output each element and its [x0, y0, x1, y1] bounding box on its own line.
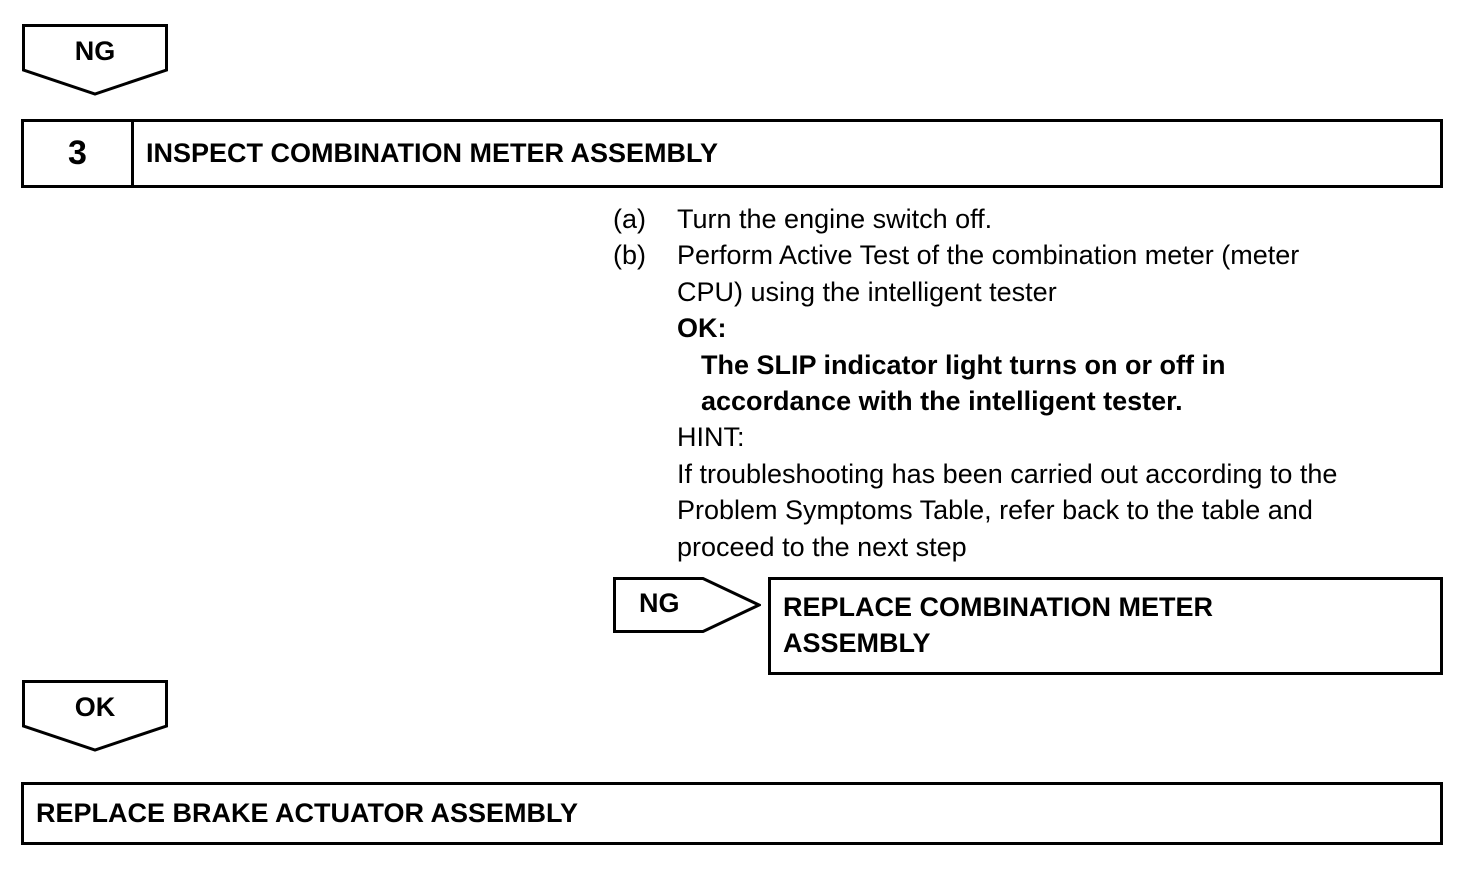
instruction-marker: (b)	[613, 240, 646, 271]
ok-criteria-label: OK:	[677, 313, 727, 344]
step-header: 3 INSPECT COMBINATION METER ASSEMBLY	[21, 119, 1443, 188]
instruction-text: Turn the engine switch off.	[677, 204, 993, 234]
ng-label: NG	[74, 36, 116, 66]
replace-meter-box: REPLACE COMBINATION METER ASSEMBLY	[768, 577, 1443, 675]
instruction-b-line1: Perform Active Test of the combination m…	[677, 240, 1300, 271]
replace-actuator-box: REPLACE BRAKE ACTUATOR ASSEMBLY	[21, 782, 1443, 845]
instruction-b-line2: CPU) using the intelligent tester	[677, 276, 1057, 307]
down-arrow-shape	[22, 680, 168, 752]
replace-meter-line1: REPLACE COMBINATION METER	[783, 592, 1213, 622]
hint-line1: If troubleshooting has been carried out …	[677, 458, 1338, 489]
replace-meter-line2: ASSEMBLY	[783, 628, 931, 658]
step-title: INSPECT COMBINATION METER ASSEMBLY	[146, 138, 719, 168]
ok-down-arrow: OK	[22, 680, 168, 752]
right-arrow-shape	[613, 577, 761, 633]
hint-label: HINT:	[677, 422, 745, 453]
hint-line3: proceed to the next step	[677, 531, 967, 562]
ng-down-arrow: NG	[22, 24, 168, 96]
instruction-a: (a) Turn the engine switch off.	[613, 201, 1443, 237]
step-number: 3	[24, 122, 134, 185]
ok-criteria-line2: accordance with the intelligent tester.	[701, 386, 1183, 417]
ng-branch-label: NG	[639, 588, 680, 618]
ok-criteria-line1: The SLIP indicator light turns on or off…	[701, 349, 1226, 380]
instruction-marker: (a)	[613, 204, 646, 234]
ok-criteria: OK: The SLIP indicator light turns on or…	[677, 310, 1443, 565]
down-arrow-shape	[22, 24, 168, 96]
instructions-block: (a) Turn the engine switch off. (b) Perf…	[613, 201, 1443, 565]
ok-label: OK	[74, 692, 116, 722]
instruction-b: (b) Perform Active Test of the combinati…	[613, 237, 1443, 310]
hint-line2: Problem Symptoms Table, refer back to th…	[677, 495, 1313, 526]
instruction-text: Perform Active Test of the combination m…	[677, 237, 1443, 310]
ng-right-arrow: NG	[613, 577, 761, 633]
